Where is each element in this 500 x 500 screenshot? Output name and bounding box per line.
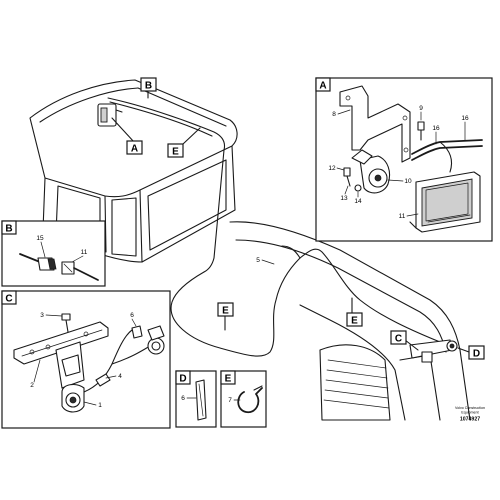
panel-a-part-16b: 16 — [461, 115, 469, 122]
panel-e-part-7: 7 — [228, 397, 232, 404]
callout-d-hood-label: D — [473, 349, 480, 360]
callout-e-hood-label: E — [351, 316, 358, 327]
callout-e-mid-label: E — [222, 306, 229, 317]
panel-e-letter: E — [225, 374, 232, 385]
drawing-number: 1074927 — [460, 417, 480, 423]
callout-e-label: E — [172, 147, 179, 158]
panel-d-letter: D — [179, 374, 186, 385]
detail-panel-b: B 15 11 — [1, 220, 106, 287]
cab-work-light — [97, 103, 123, 127]
detail-panel-c: C 3 6 2 4 1 — [1, 290, 171, 429]
drawing-credit: Volvo Construction Equipment 1074927 — [455, 406, 485, 423]
panel-a-part-12: 12 — [328, 165, 336, 172]
panel-c-part-2: 2 — [30, 382, 34, 389]
detail-panel-a: A 8 9 16 16 12 — [315, 77, 493, 242]
hood-light-bracket — [409, 339, 458, 363]
detail-panel-d: D 6 — [175, 370, 217, 428]
callout-e-cab: E — [167, 127, 201, 158]
harness-cable — [107, 97, 446, 357]
callout-c-hood-label: C — [395, 334, 402, 345]
callout-a-cab: A — [111, 117, 143, 155]
credit-line-1: Volvo Construction — [455, 406, 485, 410]
harness-number: 5 — [256, 257, 260, 264]
hood-outline — [229, 221, 471, 421]
panel-a-part-14: 14 — [354, 198, 362, 205]
panel-b-letter: B — [5, 224, 12, 235]
panel-a-part-10: 10 — [404, 178, 412, 185]
callout-b-label: B — [145, 81, 152, 92]
callout-d-hood: D — [457, 345, 485, 360]
panel-c-part-6: 6 — [130, 312, 134, 319]
panel-b-part-11: 11 — [81, 249, 88, 256]
panel-b-part-15: 15 — [36, 235, 44, 242]
callout-b-cab: B — [140, 77, 157, 99]
panel-a-part-9: 9 — [419, 105, 423, 112]
panel-c-part-1: 1 — [98, 402, 102, 409]
panel-a-part-16a: 16 — [432, 125, 440, 132]
panel-a-part-11: 11 — [399, 213, 406, 220]
panel-c-letter: C — [5, 294, 12, 305]
panel-d-part-6: 6 — [181, 395, 185, 402]
callout-e-mid: E — [217, 302, 234, 331]
panel-a-part-13: 13 — [340, 195, 348, 202]
panel-a-part-8: 8 — [332, 111, 336, 118]
detail-panel-e: E 7 — [220, 370, 267, 428]
credit-line-2: Equipment — [461, 411, 478, 415]
callout-e-hood: E — [346, 297, 363, 327]
callout-a-label: A — [131, 144, 138, 155]
panel-c-part-3: 3 — [40, 312, 44, 319]
callout-c-hood: C — [390, 330, 419, 351]
panel-c-part-4: 4 — [118, 373, 122, 380]
panel-a-letter: A — [319, 81, 326, 92]
